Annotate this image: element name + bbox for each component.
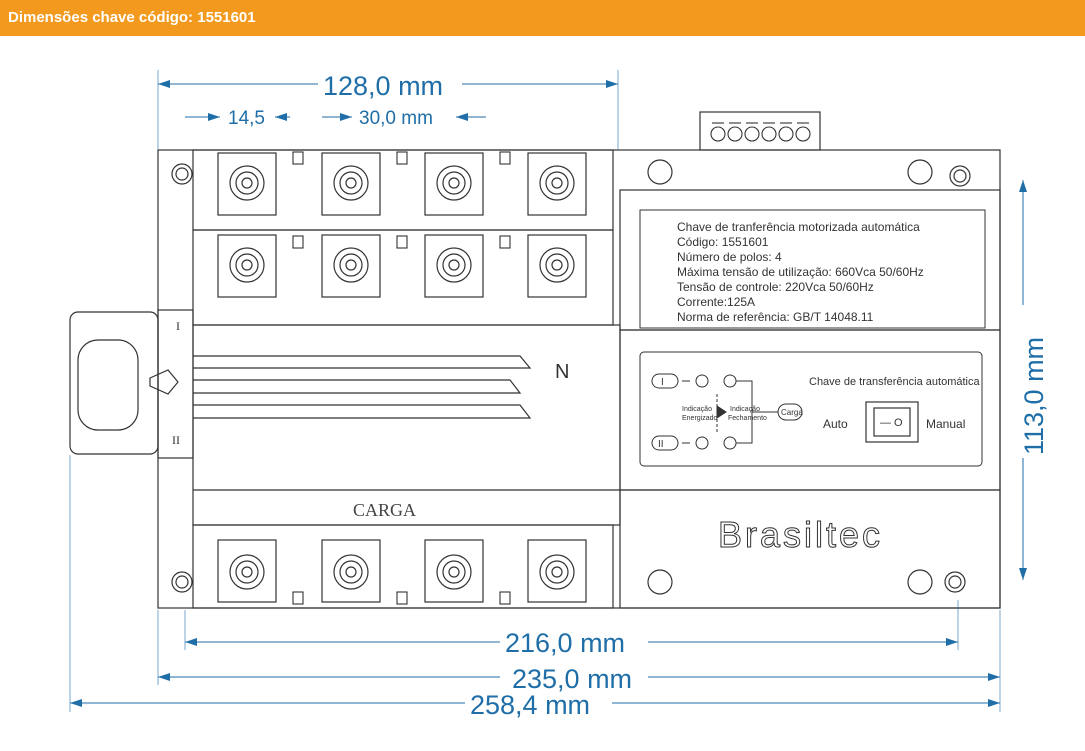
manual-label: Manual — [926, 417, 965, 431]
terminal-separators — [292, 151, 511, 605]
nameplate-line: Número de polos: 4 — [677, 250, 782, 264]
page-title: Dimensões chave código: 1551601 — [8, 9, 256, 26]
dimension-216: 216,0 mm — [505, 628, 625, 658]
auto-label: Auto — [823, 417, 848, 431]
neutral-label: N — [555, 361, 569, 383]
nameplate-line: Tensão de controle: 220Vca 50/60Hz — [677, 280, 874, 294]
header-bar: Dimensões chave código: 1551601 — [0, 0, 1085, 36]
manual-handle — [69, 309, 194, 459]
indicacao-energizado-1: Indicação — [682, 406, 712, 413]
dimension-128: 128,0 mm — [323, 71, 443, 101]
control-terminal-screws — [710, 122, 811, 142]
nameplate-line: Corrente:125A — [677, 295, 755, 309]
roman-label-1: I — [661, 377, 664, 388]
nameplate-text: Chave de tranferência motorizada automát… — [677, 220, 924, 324]
carga-small-label: Carga — [781, 408, 803, 417]
carga-label: CARGA — [353, 500, 416, 520]
device-body — [157, 111, 1001, 609]
dimension-lines — [69, 70, 1027, 712]
mode-switch — [865, 401, 919, 443]
dimension-258-4: 258,4 mm — [470, 690, 590, 720]
dimension-30: 30,0 mm — [359, 108, 433, 129]
handle-position-2: II — [172, 433, 180, 447]
mounting-holes — [171, 159, 971, 595]
body-stripes — [193, 355, 532, 419]
nameplate-line: Máxima tensão de utilização: 660Vca 50/6… — [677, 265, 924, 279]
control-panel-diagram — [651, 373, 803, 451]
nameplate-line: Norma de referência: GB/T 14048.11 — [677, 310, 874, 324]
nameplate-box — [639, 209, 986, 329]
terminal-bolts — [217, 152, 587, 603]
indicacao-energizado-2: Energizado — [682, 415, 718, 422]
control-panel-title: Chave de transferência automática — [809, 376, 980, 388]
dimension-113: 113,0 mm — [1019, 337, 1049, 455]
handle-position-1: I — [176, 319, 180, 333]
roman-label-2: II — [658, 439, 664, 450]
control-panel — [639, 351, 983, 467]
indicacao-fechamento-1: Indicação — [730, 406, 760, 413]
nameplate-line: Código: 1551601 — [677, 235, 769, 249]
nameplate-line: Chave de tranferência motorizada automát… — [677, 220, 920, 234]
switch-symbol: — O — [880, 417, 903, 429]
brand-label: Brasiltec — [718, 514, 883, 555]
indicacao-fechamento-2: Fechamento — [728, 415, 767, 422]
dimension-14-5: 14,5 — [228, 108, 265, 129]
dimension-235: 235,0 mm — [512, 664, 632, 694]
